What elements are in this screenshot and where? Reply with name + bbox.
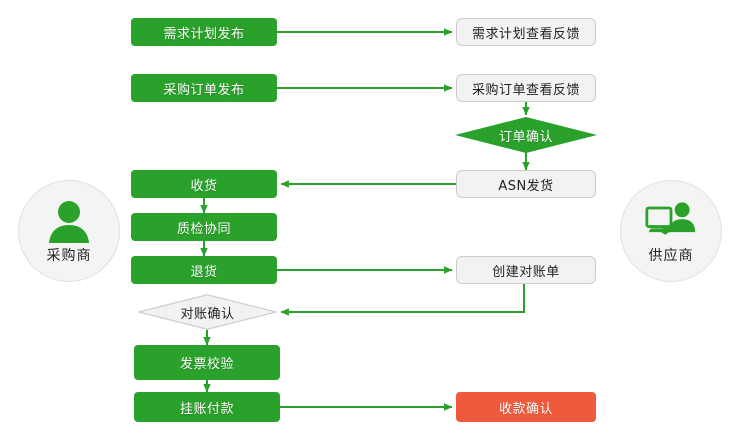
node-po-feedback[interactable]: 采购订单查看反馈 xyxy=(456,74,596,102)
node-label: 订单确认 xyxy=(498,129,553,145)
node-label: 收款确认 xyxy=(498,401,553,417)
actor-buyer[interactable]: 采购商 xyxy=(18,180,120,282)
node-label: 需求计划发布 xyxy=(163,26,245,42)
node-asn-ship[interactable]: ASN发货 xyxy=(456,170,596,198)
node-po-publish[interactable]: 采购订单发布 xyxy=(131,74,277,102)
node-label: 采购订单发布 xyxy=(163,82,245,98)
node-demand-plan-feedback[interactable]: 需求计划查看反馈 xyxy=(456,18,596,46)
node-label: 退货 xyxy=(190,264,218,280)
actor-buyer-label: 采购商 xyxy=(46,248,92,264)
node-label: 需求计划查看反馈 xyxy=(471,26,580,42)
node-quality-collab[interactable]: 质检协同 xyxy=(131,213,277,241)
node-order-confirm[interactable]: 订单确认 xyxy=(455,117,597,153)
person-at-computer-icon xyxy=(645,197,697,243)
node-label: 收货 xyxy=(190,178,218,194)
node-label: ASN发货 xyxy=(498,178,554,194)
actor-supplier[interactable]: 供应商 xyxy=(620,180,722,282)
node-payment-posting[interactable]: 挂账付款 xyxy=(134,392,280,422)
node-label: 对账确认 xyxy=(180,306,235,322)
node-statement-confirm[interactable]: 对账确认 xyxy=(138,294,277,330)
actor-supplier-label: 供应商 xyxy=(648,248,694,264)
node-label: 质检协同 xyxy=(176,221,231,237)
node-label: 采购订单查看反馈 xyxy=(471,82,580,98)
node-receipt-confirm[interactable]: 收款确认 xyxy=(456,392,596,422)
node-return-goods[interactable]: 退货 xyxy=(131,256,277,284)
person-icon xyxy=(43,197,95,243)
node-label: 挂账付款 xyxy=(179,401,234,417)
node-label: 发票校验 xyxy=(179,357,234,372)
node-receive-goods[interactable]: 收货 xyxy=(131,170,277,198)
node-invoice-check[interactable]: 发票校验 xyxy=(134,345,280,380)
node-label: 创建对账单 xyxy=(492,264,560,280)
edge-statement-to-confirm xyxy=(280,284,525,316)
node-demand-plan-publish[interactable]: 需求计划发布 xyxy=(131,18,277,46)
node-create-statement[interactable]: 创建对账单 xyxy=(456,256,596,284)
